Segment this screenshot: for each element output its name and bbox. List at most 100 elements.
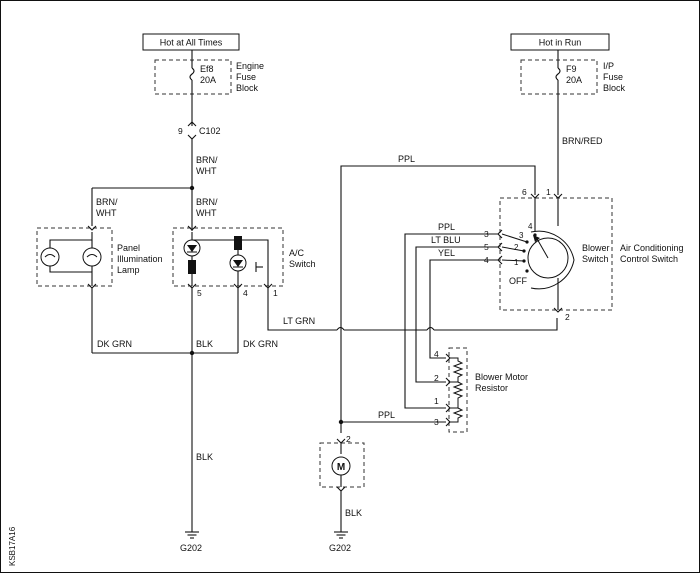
fuse-ef8-symbol	[189, 60, 195, 94]
wire-yel: YEL	[438, 248, 455, 258]
lamp-bulb-2-icon	[82, 247, 102, 267]
wire-blk-motor: BLK	[345, 508, 362, 518]
resistor-coils	[450, 357, 464, 423]
lt-grn-wire	[267, 288, 558, 331]
wire-brn-wht-ac-label-2: WHT	[196, 208, 217, 218]
wire-ppl-motor: PPL	[378, 410, 395, 420]
blower-resistor-label-2: Resistor	[475, 383, 508, 393]
panel-lamp-label-2: Illumination	[117, 254, 163, 264]
ac-switch-label-1: A/C	[289, 248, 305, 258]
ctrl-int-4	[501, 259, 525, 262]
engine-fuse-block-label-2: Fuse	[236, 72, 256, 82]
motor-pin-2: 2	[346, 434, 351, 444]
res-pin-4: 4	[434, 349, 439, 359]
ip-fuse-block-label-3: Block	[603, 83, 626, 93]
ip-fuse-block-label-2: Fuse	[603, 72, 623, 82]
sw-pos-4: 4	[528, 222, 533, 231]
fuse-f9-name: F9	[566, 64, 577, 74]
engine-fuse-block-label-3: Block	[236, 83, 259, 93]
ac-pin-5: 5	[197, 288, 202, 298]
ac-switch-contact	[255, 262, 269, 286]
fuse-f9-symbol	[555, 60, 561, 94]
engine-fuse-block	[154, 59, 232, 95]
panel-lamp-label-3: Lamp	[117, 265, 140, 275]
ac-switch-label-2: Switch	[289, 259, 316, 269]
wire-lt-grn: LT GRN	[283, 316, 315, 326]
lamp-wire-bottom	[49, 266, 93, 286]
wire-brn-red: BRN/RED	[562, 136, 603, 146]
lamp-connectors-top	[87, 225, 97, 231]
ip-fuse-block	[520, 59, 598, 95]
fuse-ef8-name: Ef8	[200, 64, 214, 74]
ctrl-pin-1: 1	[546, 187, 551, 197]
blower-switch-label-1: Blower	[582, 243, 610, 253]
lamp-wire-top	[49, 232, 93, 248]
ctrl-int-5	[501, 246, 525, 252]
wire-brn-wht-label-2: WHT	[196, 166, 217, 176]
motor-pin-2-connector	[336, 438, 346, 444]
res-pin-1: 1	[434, 396, 439, 406]
ground-g202-right-label: G202	[329, 543, 351, 553]
ac-switch	[172, 227, 284, 287]
c102-name: C102	[199, 126, 221, 136]
wire-brn-wht-ac-label-1: BRN/	[196, 197, 218, 207]
blower-motor-resistor	[448, 347, 468, 433]
ac-switch-internal-feed	[191, 232, 269, 272]
ac-indicator-resistor	[234, 236, 242, 250]
wire-dk-grn-right: DK GRN	[243, 339, 278, 349]
ground-g202-right	[334, 531, 348, 539]
c102-pin: 9	[178, 126, 183, 136]
ac-pin-1: 1	[273, 288, 278, 298]
ac-pin-4: 4	[243, 288, 248, 298]
fuse-ef8-rating: 20A	[200, 75, 216, 85]
ground-g202-left	[185, 531, 199, 539]
wire-brn-wht-lamp-label-2: WHT	[96, 208, 117, 218]
motor-out-connector	[336, 486, 346, 492]
ac-indicator-icon	[229, 254, 247, 272]
splice-ground	[189, 350, 195, 356]
hot-in-run-label: Hot in Run	[539, 38, 582, 48]
wire-blk-main: BLK	[196, 452, 213, 462]
blower-rotary-switch	[522, 230, 575, 290]
ac-led-resistor	[188, 260, 196, 274]
ip-fuse-block-label-1: I/P	[603, 61, 614, 71]
wire-brn-wht-label-1: BRN/	[196, 155, 218, 165]
fuse-f9-rating: 20A	[566, 75, 582, 85]
ac-switch-connector-top	[187, 225, 197, 231]
hot-at-all-times-box	[142, 33, 240, 51]
panel-lamp-label-1: Panel	[117, 243, 140, 253]
ac-control-label-2: Control Switch	[620, 254, 678, 264]
ctrl-int-3	[501, 233, 528, 243]
blower-resistor-label-1: Blower Motor	[475, 372, 528, 382]
ppl-switch-wire	[404, 233, 498, 409]
splice-ppl-motor	[338, 419, 344, 425]
sw-pos-1: 1	[514, 258, 519, 267]
engine-fuse-block-label-1: Engine	[236, 61, 264, 71]
ac-led-icon	[183, 239, 201, 257]
sw-pos-3: 3	[519, 231, 524, 240]
ac-control-label-1: Air Conditioning	[620, 243, 684, 253]
wire-blk-mid: BLK	[196, 339, 213, 349]
res-pin-2: 2	[434, 373, 439, 383]
figure-id: KSB17A16	[8, 526, 17, 566]
ground-g202-left-label: G202	[180, 543, 202, 553]
sw-pos-2: 2	[514, 243, 519, 252]
res-pin-2-connector	[445, 377, 451, 387]
yel-wire	[429, 259, 498, 359]
hot-in-run-box	[510, 33, 610, 51]
hot-at-all-times-label: Hot at All Times	[160, 38, 223, 48]
ctrl-pin-2: 2	[565, 312, 570, 322]
ctrl-pin-6: 6	[522, 187, 527, 197]
wire-ppl-top: PPL	[398, 154, 415, 164]
ppl-top-wire	[340, 165, 536, 433]
lt-blu-wire	[415, 246, 498, 383]
sw-off-label: OFF	[509, 276, 527, 286]
wire-ppl-switch: PPL	[438, 222, 455, 232]
motor-symbol: M	[337, 462, 345, 473]
blower-switch-label-2: Switch	[582, 254, 609, 264]
wire-brn-wht-lamp-label-1: BRN/	[96, 197, 118, 207]
panel-illumination-lamp	[36, 227, 113, 287]
wire-lt-blu: LT BLU	[431, 235, 461, 245]
